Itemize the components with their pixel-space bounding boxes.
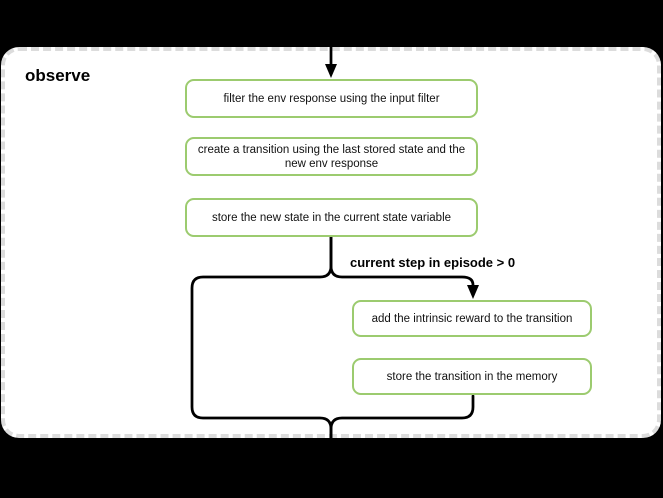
node-label: create a transition using the last store… [197,143,466,170]
diagram-title: observe [25,66,91,85]
condition-edge-label: current step in episode > 0 [350,255,516,270]
node-label: add the intrinsic reward to the transiti… [371,312,573,325]
node-create-transition: create a transition using the last store… [185,137,478,176]
node-add-intrinsic-reward: add the intrinsic reward to the transiti… [352,300,592,337]
node-label: filter the env response using the input … [223,92,440,105]
node-label: store the new state in the current state… [211,211,452,224]
node-store-new-state: store the new state in the current state… [185,198,478,237]
node-filter-env-response: filter the env response using the input … [185,79,478,118]
node-label: store the transition in the memory [386,370,558,383]
node-store-transition: store the transition in the memory [352,358,592,395]
